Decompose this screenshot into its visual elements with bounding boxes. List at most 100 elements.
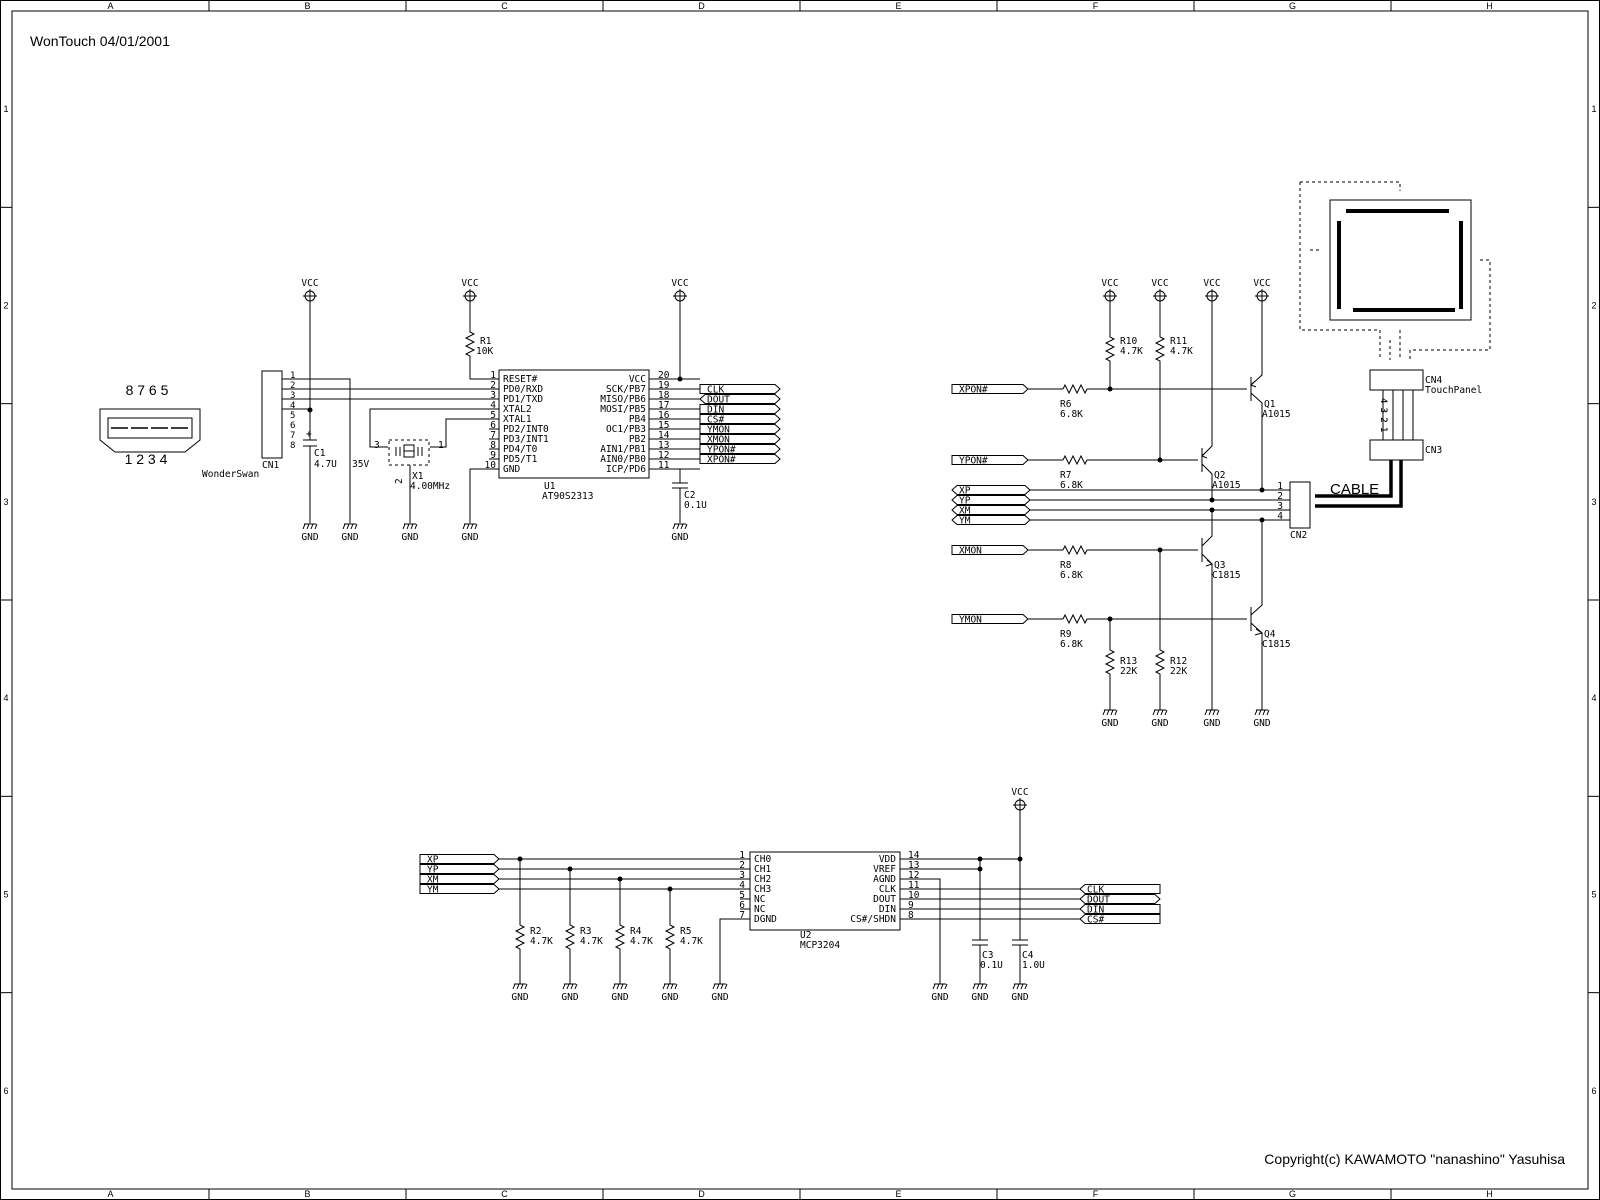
- u1-port-ypon-n-label: YPON#: [707, 445, 736, 456]
- u2-right-pin-number: 10: [908, 890, 920, 901]
- u2-left-pin-number: 7: [739, 910, 745, 921]
- driver-resistor-ref: R9: [1060, 629, 1072, 640]
- u1-left-pin-number: 9: [490, 450, 496, 461]
- driver-resistor-ref: R7: [1060, 470, 1071, 481]
- gnd-label: GND: [561, 992, 578, 1003]
- adc-resistor-ref: R3: [580, 926, 591, 937]
- zone-col-bottom: H: [1486, 1189, 1493, 1199]
- cn2-ref: CN2: [1290, 530, 1307, 541]
- u1-port-xmon-label: XMON: [707, 435, 730, 446]
- u1-port-din: DIN: [699, 404, 781, 416]
- u1-left-pin-number: 3: [490, 390, 496, 401]
- q2-ref: Q2: [1214, 470, 1225, 481]
- u1-left-pin-name: RESET#: [503, 374, 538, 385]
- r13-value: 22K: [1120, 666, 1137, 677]
- gnd-symbol: GND: [1011, 983, 1029, 1003]
- zone-row-left: 5: [3, 890, 8, 900]
- u2-right-pin-number: 14: [908, 850, 920, 861]
- adc-resistor-value: 4.7K: [630, 936, 653, 947]
- gnd-symbol: GND: [611, 983, 629, 1003]
- gnd-label: GND: [931, 992, 948, 1003]
- vcc-symbol: VCC: [461, 278, 479, 303]
- vcc-label: VCC: [1203, 278, 1220, 289]
- cn2-pin-number: 1: [1277, 481, 1283, 492]
- u2-right-pin-number: 11: [908, 880, 920, 891]
- adc-out-port-clk: CLK: [1079, 884, 1161, 896]
- driver-resistor-r8: [1062, 544, 1088, 556]
- u2-right-pin-name: DIN: [879, 904, 896, 915]
- u1-port-xpon-n-label: XPON#: [707, 455, 736, 466]
- u1-port-din-label: DIN: [707, 405, 724, 416]
- driver-xy-port-yp: YP: [951, 495, 1031, 507]
- u2-right-pin-name: DOUT: [873, 894, 896, 905]
- r13-ref: R13: [1120, 656, 1137, 667]
- adc-in-port-ym-label: YM: [427, 885, 439, 896]
- adc-out-port-cs-n: CS#: [1079, 914, 1161, 926]
- cn1-pin-number: 5: [290, 411, 295, 421]
- driver-resistor-ref: R8: [1060, 560, 1072, 571]
- gnd-label: GND: [1203, 718, 1220, 729]
- zone-row-right: 3: [1591, 497, 1596, 507]
- u2-left-pin-name: NC: [754, 894, 765, 905]
- q4-ref: Q4: [1264, 629, 1276, 640]
- zone-row-right: 4: [1591, 693, 1596, 703]
- c2-ref: C2: [684, 490, 695, 501]
- driver-resistor-value: 6.8K: [1060, 639, 1083, 650]
- c1-capacitor: + C1 4.7U 35V: [303, 296, 369, 523]
- driver-xy-port-ym-label: YM: [959, 516, 971, 527]
- u1-right-pin-name: OC1/PB3: [606, 424, 646, 435]
- x1-pin1: 1: [438, 440, 444, 451]
- cn2-pin-number: 3: [1277, 501, 1283, 512]
- cn1-pin-number: 7: [290, 431, 295, 441]
- zone-col-top: H: [1486, 1, 1493, 11]
- adc-resistor-ref: R2: [530, 926, 541, 937]
- c1-rating: 35V: [352, 459, 369, 470]
- gnd-label: GND: [671, 532, 688, 543]
- cn1-pin-number: 6: [290, 421, 295, 431]
- x1-ref: X1: [412, 471, 424, 482]
- x1-pin3: 3: [374, 440, 380, 451]
- zone-col-top: C: [501, 1, 508, 11]
- adc-in-port-yp-label: YP: [427, 865, 439, 876]
- u2-right-pin-number: 12: [908, 870, 919, 881]
- u2-right-pin-name: CS#/SHDN: [850, 914, 896, 925]
- vcc-symbol: VCC: [1101, 278, 1119, 303]
- q2-part: A1015: [1212, 480, 1241, 491]
- u2-left-pin-name: NC: [754, 904, 765, 915]
- gnd-label: GND: [301, 532, 318, 543]
- u1-right-pin-name: AIN0/PB0: [600, 454, 646, 465]
- cn1-pin-number: 2: [290, 381, 295, 391]
- zone-col-top: E: [895, 1, 901, 11]
- driver-resistor-value: 6.8K: [1060, 570, 1083, 581]
- driver-resistor-r6: [1062, 383, 1088, 395]
- sheet-title: WonTouch 04/01/2001: [30, 33, 170, 49]
- u2-right-pin-number: 8: [908, 910, 914, 921]
- zone-row-right: 1: [1591, 104, 1596, 114]
- gnd-label: GND: [1011, 992, 1028, 1003]
- gnd-label: GND: [1253, 718, 1270, 729]
- c4-value: 1.0U: [1022, 960, 1045, 971]
- adc-out-port-dout: DOUT: [1079, 894, 1161, 906]
- q1-ref: Q1: [1264, 399, 1276, 410]
- gnd-symbol: GND: [661, 983, 679, 1003]
- gnd-symbol: GND: [461, 523, 479, 543]
- adc-out-port-din: DIN: [1079, 904, 1161, 916]
- cn1-pin-number: 8: [290, 441, 295, 451]
- cn1-ref: CN1: [262, 460, 279, 471]
- adc-in-port-xm-label: XM: [427, 875, 439, 886]
- u1-right-pin-number: 11: [658, 460, 670, 471]
- u1-left-pin-number: 5: [490, 410, 496, 421]
- x1-value: 4.00MHz: [410, 481, 450, 492]
- q3-ref: Q3: [1214, 560, 1225, 571]
- adc-out-port-dout-label: DOUT: [1087, 895, 1110, 906]
- r11-value: 4.7K: [1170, 346, 1193, 357]
- u1-right-pin-name: PB4: [629, 414, 646, 425]
- u1-right-pin-number: 16: [658, 410, 670, 421]
- cn3-ref: CN3: [1425, 445, 1442, 456]
